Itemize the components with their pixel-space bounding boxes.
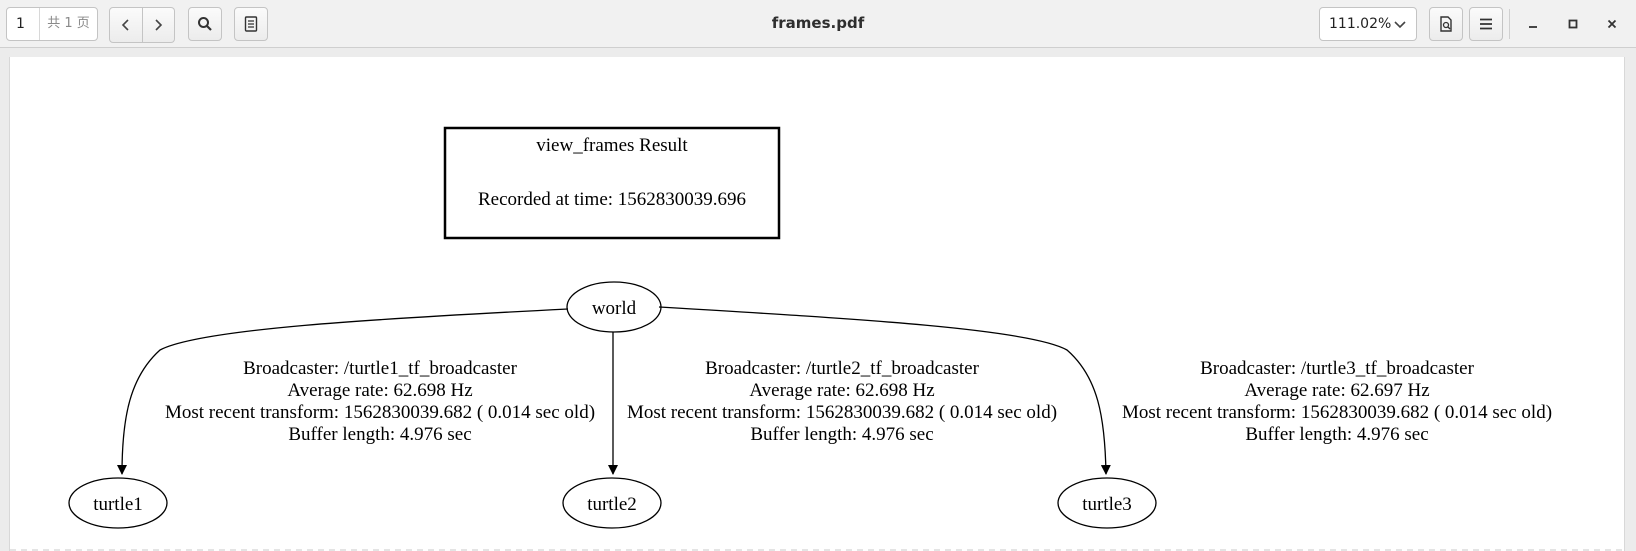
page-navigation [109, 7, 175, 43]
result-box: view_frames Result Recorded at time: 156… [443, 126, 781, 240]
buffer-length-label: Buffer length: 4.976 sec [750, 424, 933, 445]
zoom-dropdown[interactable]: 111.02% [1319, 7, 1417, 41]
previous-page-button[interactable] [109, 7, 143, 43]
broadcaster-label: Broadcaster: /turtle1_tf_broadcaster [243, 358, 517, 379]
recent-transform-label: Most recent transform: 1562830039.682 ( … [165, 402, 595, 423]
chevron-left-icon [121, 19, 129, 31]
search-button[interactable] [188, 7, 222, 41]
node-turtle3-label: turtle3 [1082, 494, 1132, 515]
toolbar-separator [1509, 9, 1510, 39]
average-rate-label: Average rate: 62.698 Hz [749, 380, 934, 401]
minimize-button[interactable] [1519, 10, 1547, 38]
tf-frames-graph: view_frames Result Recorded at time: 156… [10, 126, 1624, 551]
close-button[interactable] [1598, 10, 1626, 38]
buffer-length-label: Buffer length: 4.976 sec [288, 424, 471, 445]
document-outline-icon [244, 16, 258, 32]
header-toolbar: 1 共 1 页 frames.pdf 111.02% [0, 0, 1636, 48]
current-page-input[interactable]: 1 [7, 8, 40, 40]
page-number-entry[interactable]: 1 共 1 页 [6, 7, 98, 41]
recent-transform-label: Most recent transform: 1562830039.682 ( … [627, 402, 1057, 423]
zoom-level: 111.02% [1329, 16, 1392, 32]
node-turtle3: turtle3 [1057, 477, 1157, 529]
average-rate-label: Average rate: 62.698 Hz [287, 380, 472, 401]
next-page-button[interactable] [142, 7, 175, 43]
edge-world-turtle1 [117, 308, 569, 475]
node-world: world [566, 281, 662, 333]
recent-transform-label: Most recent transform: 1562830039.682 ( … [1122, 402, 1552, 423]
buffer-length-label: Buffer length: 4.976 sec [1245, 424, 1428, 445]
main-menu-button[interactable] [1469, 7, 1503, 41]
node-turtle2: turtle2 [562, 477, 662, 529]
page-total-label: 共 1 页 [47, 16, 90, 31]
node-turtle3-ellipse [1057, 477, 1157, 529]
edge-label-turtle1: Broadcaster: /turtle1_tf_broadcaster Ave… [165, 358, 595, 445]
document-annotate-icon [1440, 16, 1452, 32]
node-world-label: world [592, 298, 637, 319]
maximize-icon [1568, 19, 1578, 29]
hamburger-menu-icon [1480, 18, 1492, 30]
result-box-border [443, 126, 781, 240]
node-world-ellipse [566, 281, 662, 333]
chevron-down-icon [1394, 21, 1406, 29]
edge-world-turtle3 [658, 306, 1111, 475]
search-icon [198, 17, 212, 31]
minimize-icon [1529, 26, 1537, 28]
maximize-button[interactable] [1559, 10, 1587, 38]
broadcaster-label: Broadcaster: /turtle3_tf_broadcaster [1200, 358, 1474, 379]
close-icon [1607, 19, 1617, 29]
node-turtle2-label: turtle2 [587, 494, 637, 515]
broadcaster-label: Broadcaster: /turtle2_tf_broadcaster [705, 358, 979, 379]
edge-label-turtle2: Broadcaster: /turtle2_tf_broadcaster Ave… [627, 358, 1057, 445]
recorded-time: Recorded at time: 1562830039.696 [478, 189, 746, 210]
annotations-button[interactable] [1429, 7, 1463, 41]
edge-label-turtle3: Broadcaster: /turtle3_tf_broadcaster Ave… [1122, 358, 1552, 445]
node-turtle1-label: turtle1 [93, 494, 143, 515]
result-title: view_frames Result [536, 135, 688, 156]
document-page[interactable]: view_frames Result Recorded at time: 156… [9, 57, 1625, 551]
average-rate-label: Average rate: 62.697 Hz [1244, 380, 1429, 401]
node-turtle1: turtle1 [68, 477, 168, 529]
sidebar-toggle-button[interactable] [234, 7, 268, 41]
chevron-right-icon [155, 19, 163, 31]
node-turtle1-ellipse [68, 477, 168, 529]
node-turtle2-ellipse [562, 477, 662, 529]
